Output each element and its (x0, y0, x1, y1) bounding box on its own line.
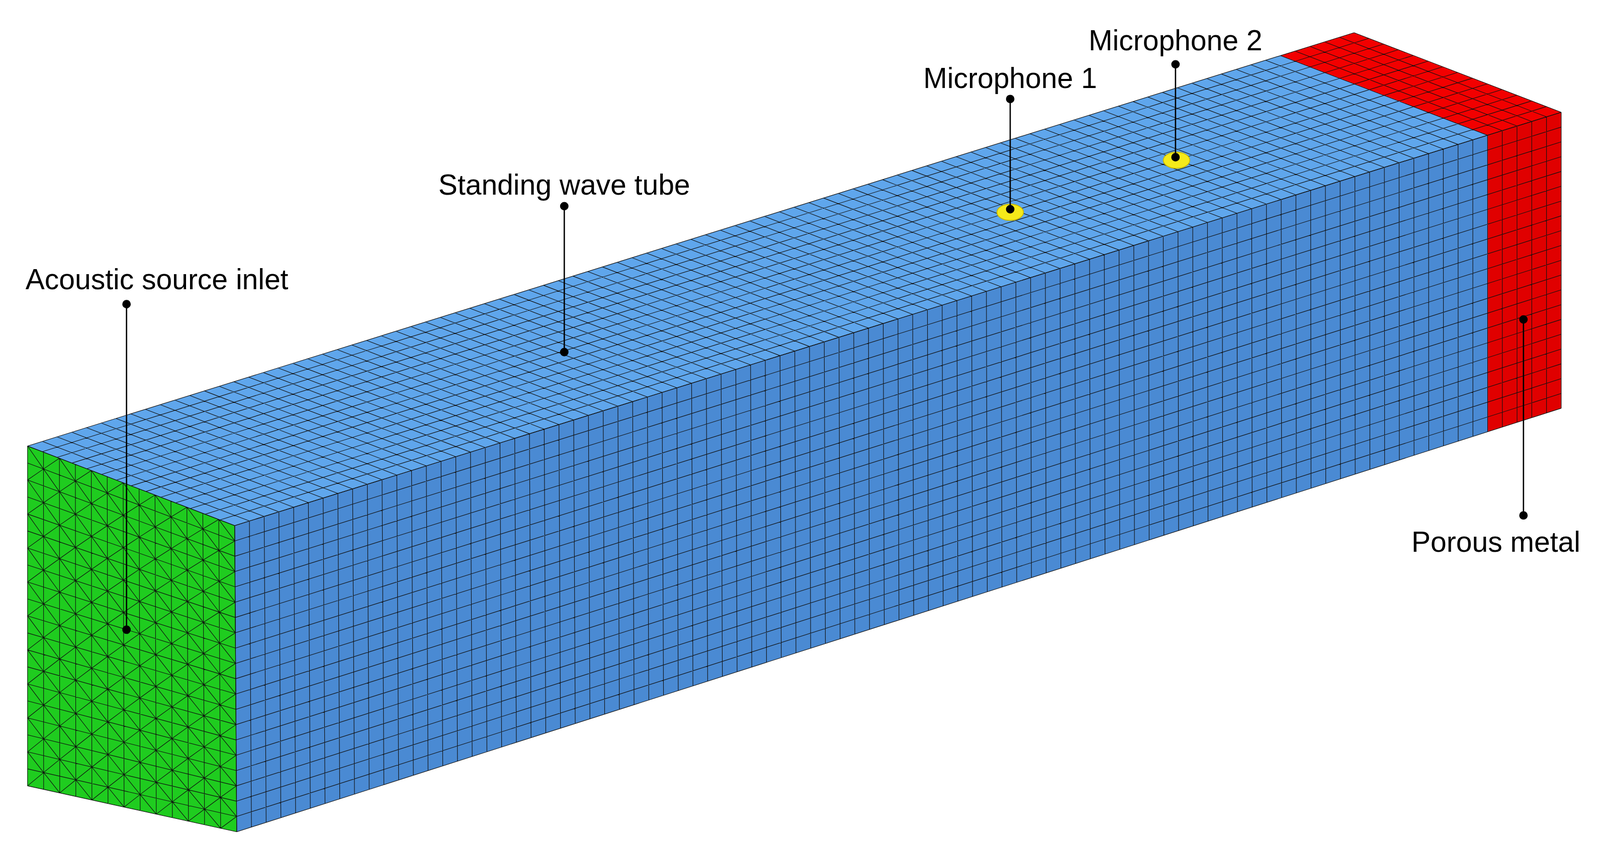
leader-dot (123, 300, 131, 308)
mesh-lines (27, 446, 237, 832)
leader-line (125, 304, 128, 630)
mesh-lines (234, 112, 1562, 832)
leader-dot (123, 626, 131, 634)
leader-dot (1172, 153, 1180, 161)
microphone-marker (997, 204, 1024, 221)
leader-dot (1006, 95, 1014, 103)
leader-group (123, 60, 1528, 634)
leader-dot (560, 202, 568, 210)
leader-line (563, 206, 566, 352)
part-label: Microphone 1 (923, 61, 1097, 96)
leader-dot (1172, 60, 1180, 68)
microphone-marker (1163, 151, 1190, 168)
leader-dot (560, 348, 568, 356)
leader-dot (1520, 315, 1528, 323)
mesh-group (27, 32, 1562, 832)
leader-line (1522, 319, 1525, 516)
leader-line (1174, 64, 1177, 158)
part-label: Porous metal (1411, 525, 1581, 559)
leader-dot (1006, 205, 1014, 213)
part-label: Standing wave tube (438, 168, 691, 202)
leader-line (1009, 99, 1012, 210)
leader-dot (1520, 511, 1528, 519)
tube-front-face (234, 135, 1488, 832)
part-label: Acoustic source inlet (25, 262, 289, 297)
part-label: Microphone 2 (1088, 24, 1263, 58)
